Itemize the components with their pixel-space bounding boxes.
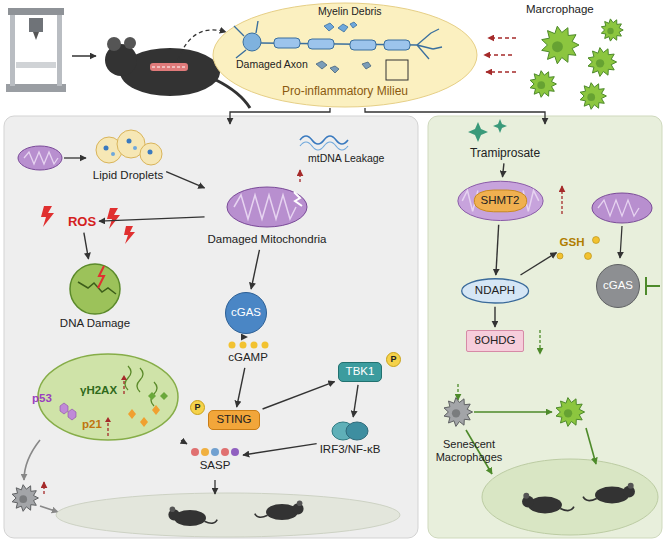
node-text: 8OHDG xyxy=(475,334,516,348)
node-text: Tramiprosate xyxy=(470,146,540,160)
right-panel xyxy=(428,116,662,538)
gsh-label: GSH xyxy=(560,236,585,250)
macrophage-icon xyxy=(542,26,579,64)
left-panel xyxy=(4,116,418,538)
outcome-ellipse xyxy=(56,493,400,537)
node-picture xyxy=(330,420,370,442)
connector-arrow xyxy=(263,382,335,409)
sting-box: STING xyxy=(208,410,259,430)
outcome-ellipse xyxy=(482,459,658,535)
node-picture xyxy=(222,182,312,232)
printer-icon xyxy=(6,8,66,92)
arrow xyxy=(230,108,330,124)
gsh-dots xyxy=(557,237,600,260)
connector-arrow xyxy=(251,250,259,289)
drug-label: Tramiprosate xyxy=(470,146,540,160)
arrow xyxy=(72,55,96,57)
ros-bolts xyxy=(41,206,135,244)
phospho-mark: P xyxy=(190,400,205,415)
arrow xyxy=(365,108,545,124)
cgamp: cGAMP xyxy=(226,340,270,365)
ros-label: ROS xyxy=(68,214,96,230)
connector-arrow xyxy=(84,233,89,259)
connector-arrow xyxy=(503,163,504,177)
node-text: γH2AX xyxy=(80,384,117,398)
nucleus-ellipse: γH2AX p53 p21 xyxy=(28,352,178,442)
node-text: GSH xyxy=(560,236,585,250)
macrophage-icon xyxy=(580,83,606,110)
callout-label: Damaged Axon xyxy=(236,58,308,70)
ndaph-ellipse: NDAPH xyxy=(461,278,529,304)
node-text: DNA Damage xyxy=(60,317,130,331)
node-picture xyxy=(93,128,163,168)
node-text: ROS xyxy=(68,214,96,230)
8ohdg-box: 8OHDG xyxy=(466,330,525,352)
connector-arrow xyxy=(181,440,187,443)
macrophage-icon xyxy=(12,485,38,512)
connector-arrow xyxy=(353,385,358,417)
node-picture xyxy=(190,446,240,458)
node-text: Pro-inflammatory Milieu xyxy=(212,84,478,98)
node-text: TBK1 xyxy=(346,365,375,379)
cgas-circle: cGAS xyxy=(225,292,267,334)
node-text: p53 xyxy=(32,392,52,406)
irf3-complex: IRF3/NF-κB xyxy=(320,420,381,457)
tramiprosate-stars xyxy=(468,119,507,142)
phospho-mark: P xyxy=(386,352,401,367)
dna-damage: DNA Damage xyxy=(60,262,130,331)
mouse-icon xyxy=(583,483,635,504)
node-text: NDAPH xyxy=(475,284,515,298)
node-picture xyxy=(226,340,270,350)
node-picture xyxy=(68,262,122,316)
lipid-droplets: Lipid Droplets xyxy=(93,128,163,183)
node-text: IRF3/NF-κB xyxy=(320,443,381,457)
connector-arrow xyxy=(494,307,495,327)
callout-label: Marcrophage xyxy=(526,3,594,15)
mitochondrion: Damaged Mitochondria xyxy=(208,182,327,247)
connector-arrow xyxy=(243,444,317,455)
macrophage-icon xyxy=(444,398,473,427)
cgas-circle: cGAS xyxy=(596,264,640,308)
macrophage-icon xyxy=(530,71,556,98)
tbk1-box: TBK1 xyxy=(338,362,383,382)
node-text: Damaged Mitochondria xyxy=(208,233,327,247)
mitochondrion xyxy=(592,193,652,223)
shmt2-mitochondrion: SHMT2 xyxy=(457,180,544,222)
dashed-arrow xyxy=(539,330,540,354)
connector-arrow xyxy=(99,217,204,221)
arrow xyxy=(214,480,215,494)
mouse-icon xyxy=(522,493,574,514)
sasp: SASP xyxy=(190,446,240,473)
node-text: cGAS xyxy=(603,279,633,293)
region-ellipse: Pro-inflammatory Milieu xyxy=(212,2,478,108)
node-text: Lipid Droplets xyxy=(93,169,163,183)
callout-label: Senescent Macrophages xyxy=(432,438,506,463)
node-text: SASP xyxy=(190,459,240,473)
mitochondrion xyxy=(18,146,62,170)
macrophage-icon xyxy=(588,48,617,77)
inhibition-bar xyxy=(646,277,660,295)
callout-label: mtDNA Leakage xyxy=(308,152,384,164)
mouse-icon xyxy=(168,506,217,526)
macrophage-icon xyxy=(601,19,623,41)
arrow xyxy=(64,157,86,158)
node-text: SHMT2 xyxy=(481,194,520,208)
arrow xyxy=(620,226,622,258)
dashed-arrow xyxy=(561,186,562,214)
connector-arrow xyxy=(166,172,204,188)
connector-arrow xyxy=(496,225,499,275)
macrophage-icon xyxy=(556,398,585,427)
node-text: p21 xyxy=(82,418,102,432)
connector-arrow xyxy=(237,368,245,407)
node-text: STING xyxy=(216,413,251,427)
node-text: cGAMP xyxy=(226,351,270,365)
dashed-arrows xyxy=(484,38,516,72)
connector-arrow xyxy=(520,253,556,275)
callout-label: Myelin Debris xyxy=(318,5,382,17)
node-text: cGAS xyxy=(231,306,261,320)
mouse-icon xyxy=(255,500,304,520)
